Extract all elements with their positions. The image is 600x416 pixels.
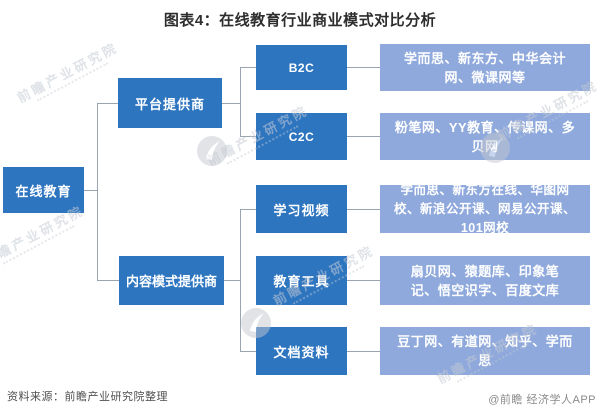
node-root: 在线教育 — [3, 167, 84, 213]
source-note: 资料来源：前瞻产业研究院整理 — [7, 391, 168, 403]
node-platform-provider: 平台提供商 — [118, 78, 222, 128]
watermark-logo-icon — [197, 136, 227, 166]
node-document-materials: 文档资料 — [256, 327, 347, 375]
connector-line — [347, 67, 380, 68]
connector-line — [347, 351, 380, 352]
connector-line — [97, 280, 119, 281]
connector-line — [222, 103, 240, 104]
connector-line — [224, 280, 240, 281]
partners-education-tools: 扇贝网、猿题库、印象笔记、悟空识字、百度文库 — [380, 256, 590, 305]
connector-line — [240, 136, 256, 137]
node-content-provider: 内容模式提供商 — [119, 256, 224, 305]
node-education-tools: 教育工具 — [256, 256, 347, 305]
connector-line — [347, 209, 380, 210]
connector-line — [240, 209, 256, 210]
connector-line — [240, 351, 256, 352]
node-learning-video: 学习视频 — [256, 185, 347, 233]
partners-learning-video: 学而思、新东方在线、华图网校、新浪公开课、网易公开课、101网校 — [380, 183, 590, 235]
partners-document-materials: 豆丁网、有道网、知乎、学而思 — [380, 327, 590, 375]
node-c2c: C2C — [256, 113, 347, 160]
figure-title: 图表4：在线教育行业商业模式对比分析 — [163, 12, 437, 29]
connector-line — [97, 103, 118, 104]
connector-line — [347, 280, 380, 281]
connector-line — [240, 67, 241, 137]
partners-b2c: 学而思、新东方、中华会计网、微课网等 — [380, 44, 590, 91]
connector-line — [347, 136, 380, 137]
partners-c2c: 粉笔网、YY教育、传课网、多贝网 — [380, 113, 590, 160]
connector-line — [240, 67, 256, 68]
connector-line — [97, 103, 98, 281]
watermark: 前瞻产业研究院 — [14, 39, 121, 106]
connector-line — [84, 190, 97, 191]
connector-line — [240, 209, 241, 352]
node-b2c: B2C — [256, 45, 347, 90]
credit-note: @前瞻 经济学人APP — [488, 394, 596, 406]
